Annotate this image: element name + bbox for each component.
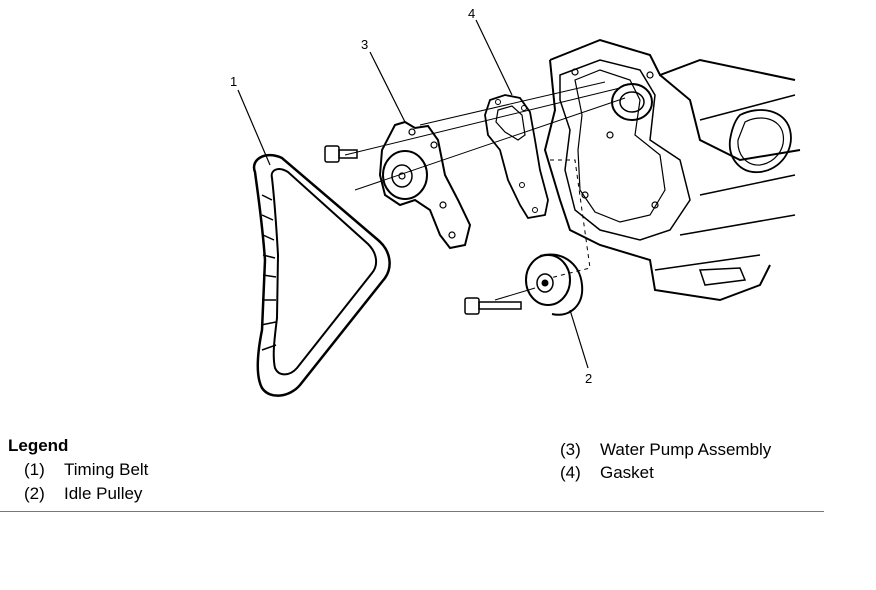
legend-item-3-number: (3) [560,440,581,459]
callout-4: 4 [468,6,475,21]
legend-item-1-label: Timing Belt [64,460,149,479]
legend-item-3: (3) Water Pump Assembly [560,440,771,460]
exploded-view-diagram: 1 2 3 4 [230,6,801,397]
legend-item-3-label: Water Pump Assembly [600,440,772,459]
idle-pulley [525,253,584,316]
callout-leaders [237,19,589,369]
callout-3: 3 [361,37,368,52]
legend-item-4: (4) Gasket [560,463,654,483]
engine-front-cover [543,38,801,302]
callout-2: 2 [585,371,592,386]
legend-item-4-label: Gasket [600,463,654,482]
legend-item-2: (2) Idle Pulley [24,484,142,504]
legend-item-2-number: (2) [24,484,45,503]
gasket [484,94,549,219]
legend-title: Legend [8,436,69,455]
legend-item-2-label: Idle Pulley [64,484,143,503]
timing-belt [252,153,391,397]
legend-item-4-number: (4) [560,463,581,482]
water-pump-bolt [324,145,358,163]
callout-1: 1 [230,74,237,89]
front-cover-seal [571,68,659,209]
legend-item-1-number: (1) [24,460,45,479]
legend-divider [0,511,824,512]
legend-item-1: (1) Timing Belt [24,460,148,480]
idle-pulley-bolt [464,297,522,315]
water-pump-assembly [378,120,472,250]
